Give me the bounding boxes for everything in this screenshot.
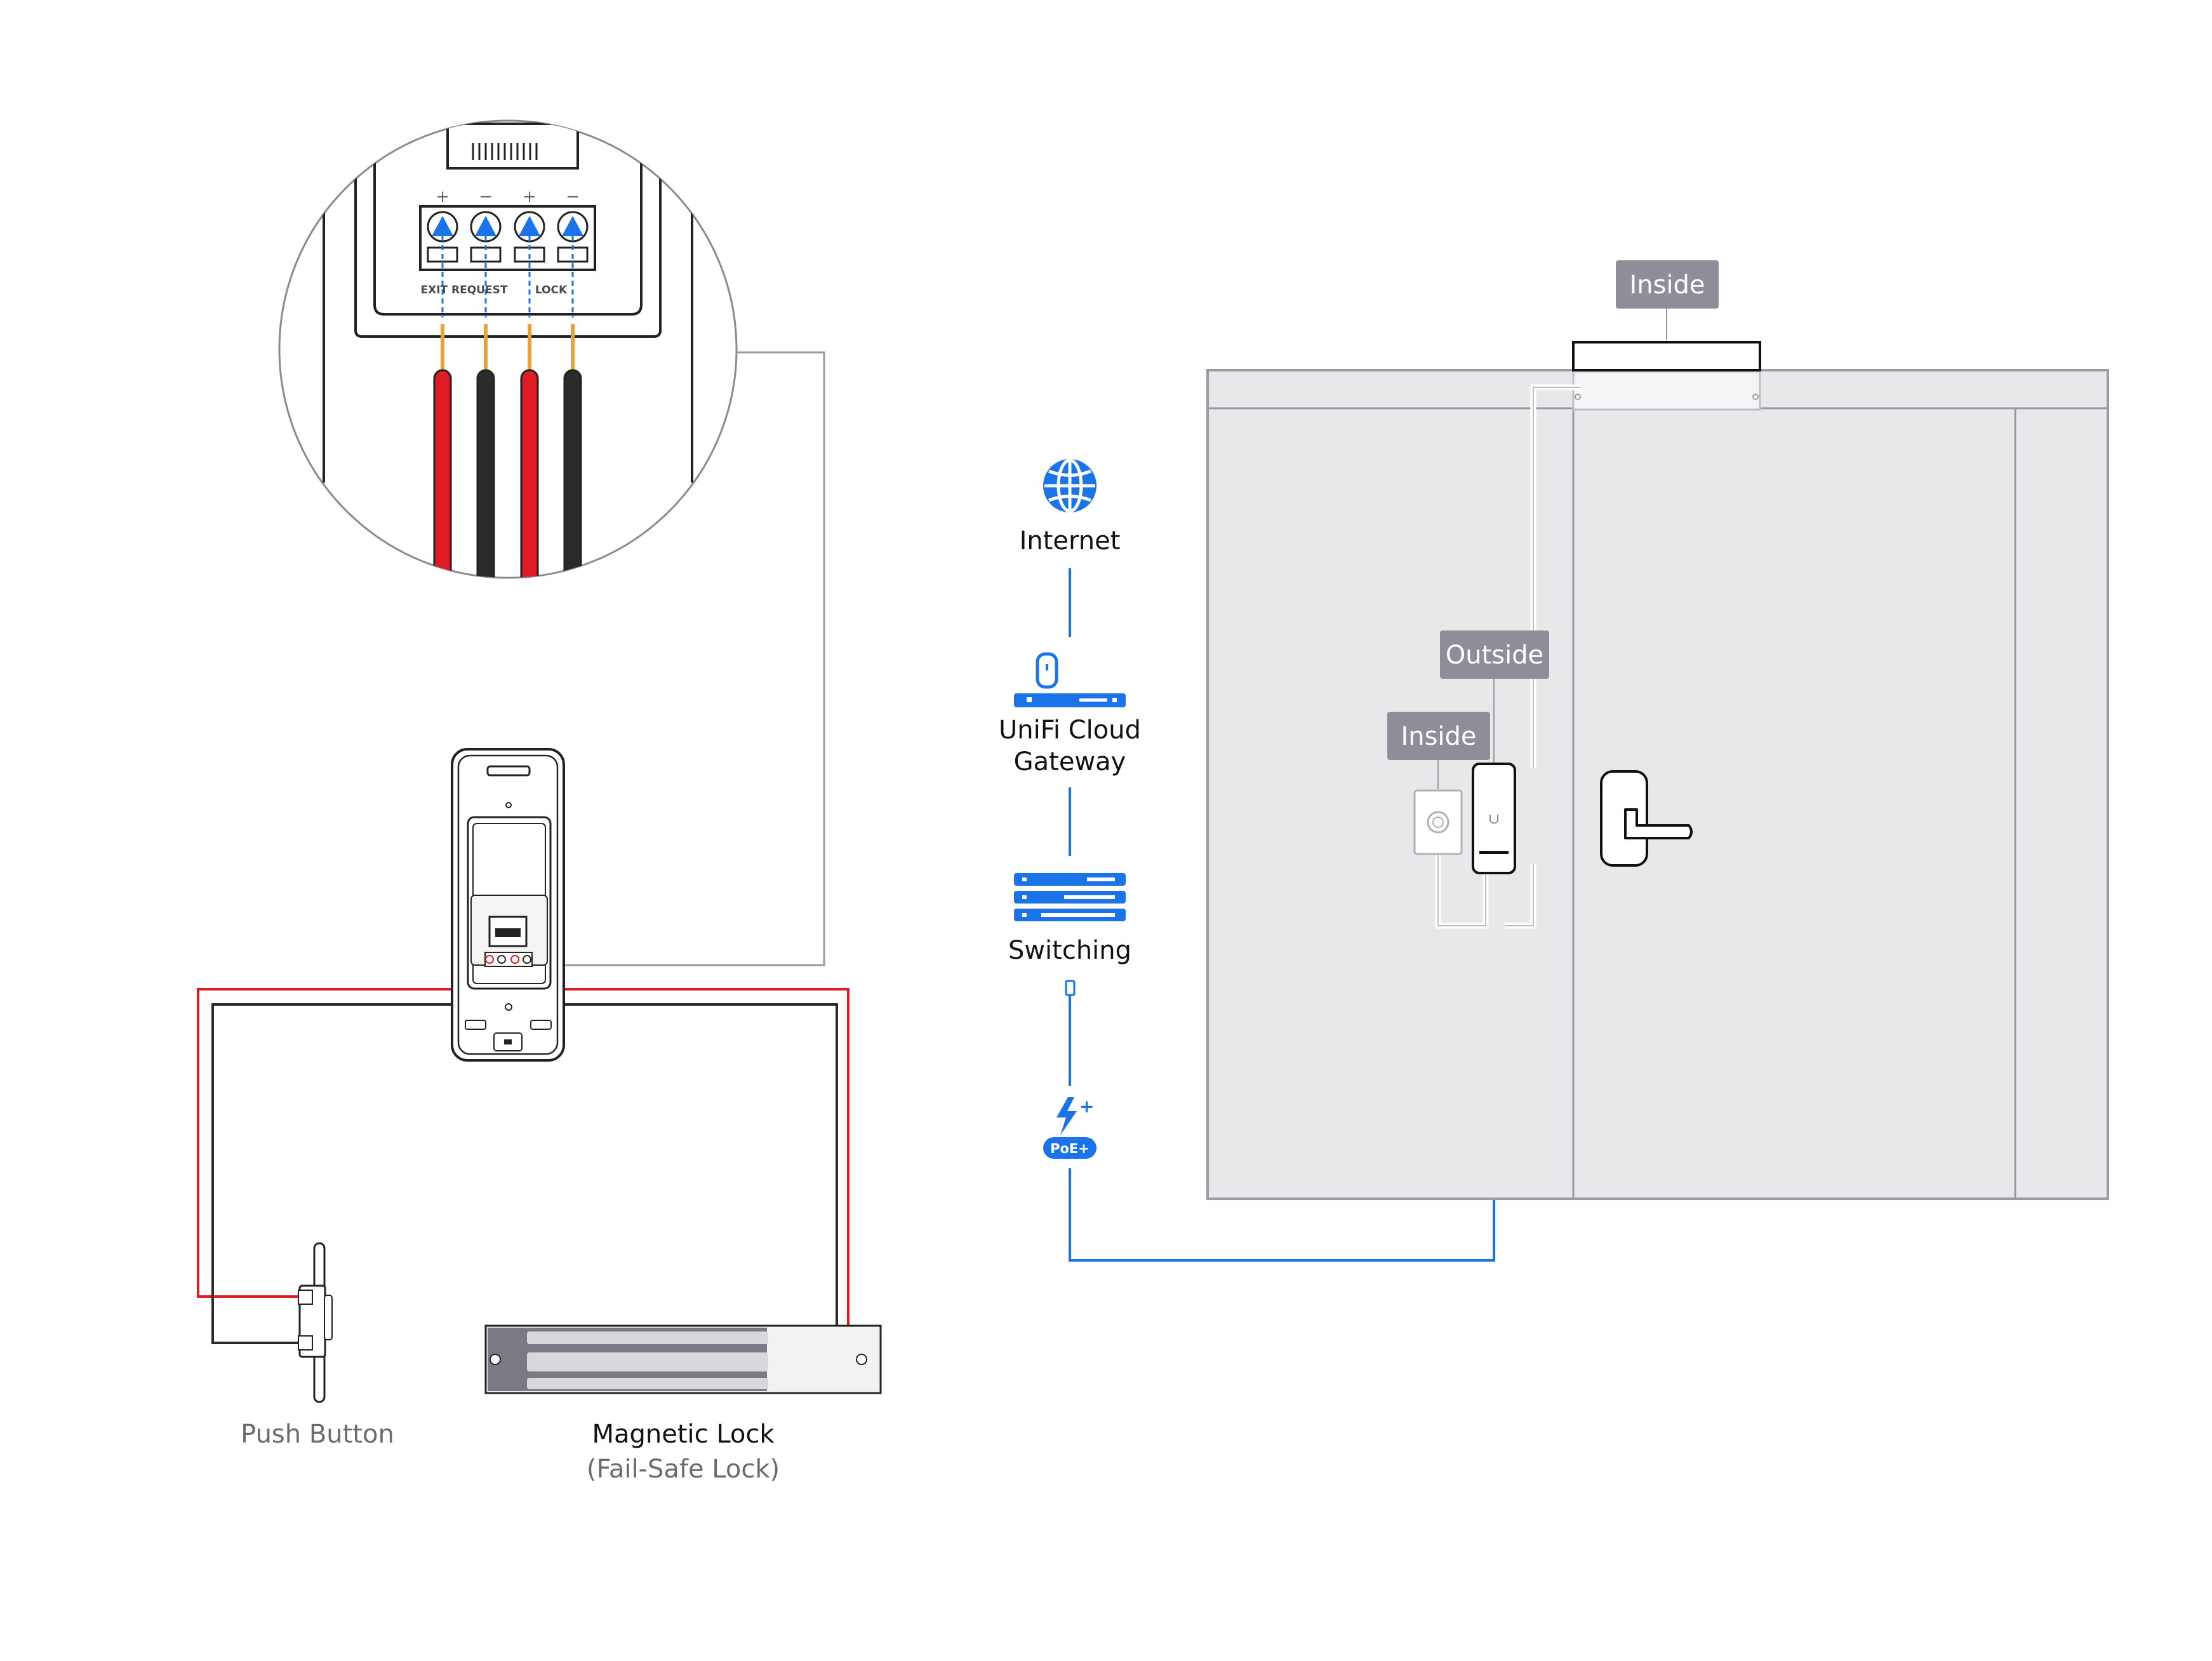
poe-badge: PoE+ xyxy=(1043,1137,1096,1159)
terminal-zoom-inset: + − + − xyxy=(278,119,738,579)
tag-inside-top: Inside xyxy=(1616,260,1719,309)
tag-inside-button-text: Inside xyxy=(1401,722,1476,751)
cloud-gateway-icon xyxy=(1014,652,1126,707)
magnetic-lock-label: Magnetic Lock xyxy=(592,1420,775,1449)
connector-pins-icon xyxy=(472,143,538,160)
ethernet-plug-icon xyxy=(1065,980,1076,996)
door-elevation xyxy=(1206,306,2109,1200)
push-button-label: Push Button xyxy=(241,1420,394,1449)
header-maglock xyxy=(1572,341,1761,411)
tag-outside-text: Outside xyxy=(1446,641,1543,670)
magnetic-lock-sublabel: (Fail-Safe Lock) xyxy=(587,1455,780,1484)
internet-label: Internet xyxy=(1020,526,1121,556)
inset-wires xyxy=(433,369,582,578)
push-button-device xyxy=(298,1242,333,1403)
polarity-mark-4: − xyxy=(566,187,580,206)
lock-terminal-label: LOCK xyxy=(535,284,568,297)
switch-icon xyxy=(1014,873,1126,921)
globe-icon xyxy=(1043,458,1096,513)
magnetic-lock-device xyxy=(484,1324,882,1394)
network-chain: Internet UniFi Cloud Gateway Switching xyxy=(999,458,1495,1262)
poe-badge-text: PoE+ xyxy=(1050,1141,1089,1156)
gateway-label-line1: UniFi Cloud xyxy=(999,716,1141,745)
polarity-mark-1: + xyxy=(436,187,450,206)
exit-button-icon xyxy=(1413,789,1463,855)
polarity-mark-2: − xyxy=(479,187,493,206)
tag-inside-button: Inside xyxy=(1387,712,1490,760)
tag-inside-top-text: Inside xyxy=(1629,270,1705,300)
switching-label: Switching xyxy=(1008,936,1131,965)
tag-outside: Outside xyxy=(1440,630,1549,679)
polarity-mark-3: + xyxy=(523,187,536,206)
door-access-reader-icon xyxy=(1472,763,1516,874)
inset-callout-line xyxy=(536,351,825,966)
svg-text:+: + xyxy=(1079,1096,1094,1117)
gateway-label-line2: Gateway xyxy=(1014,747,1126,777)
insert-arrow-icons xyxy=(432,216,583,317)
poe-bolt-icon: + xyxy=(1056,1096,1094,1135)
exit-request-label: EXIT REQUEST xyxy=(421,284,508,297)
access-reader-back xyxy=(451,748,565,1062)
door-handle-icon xyxy=(1600,770,1693,867)
